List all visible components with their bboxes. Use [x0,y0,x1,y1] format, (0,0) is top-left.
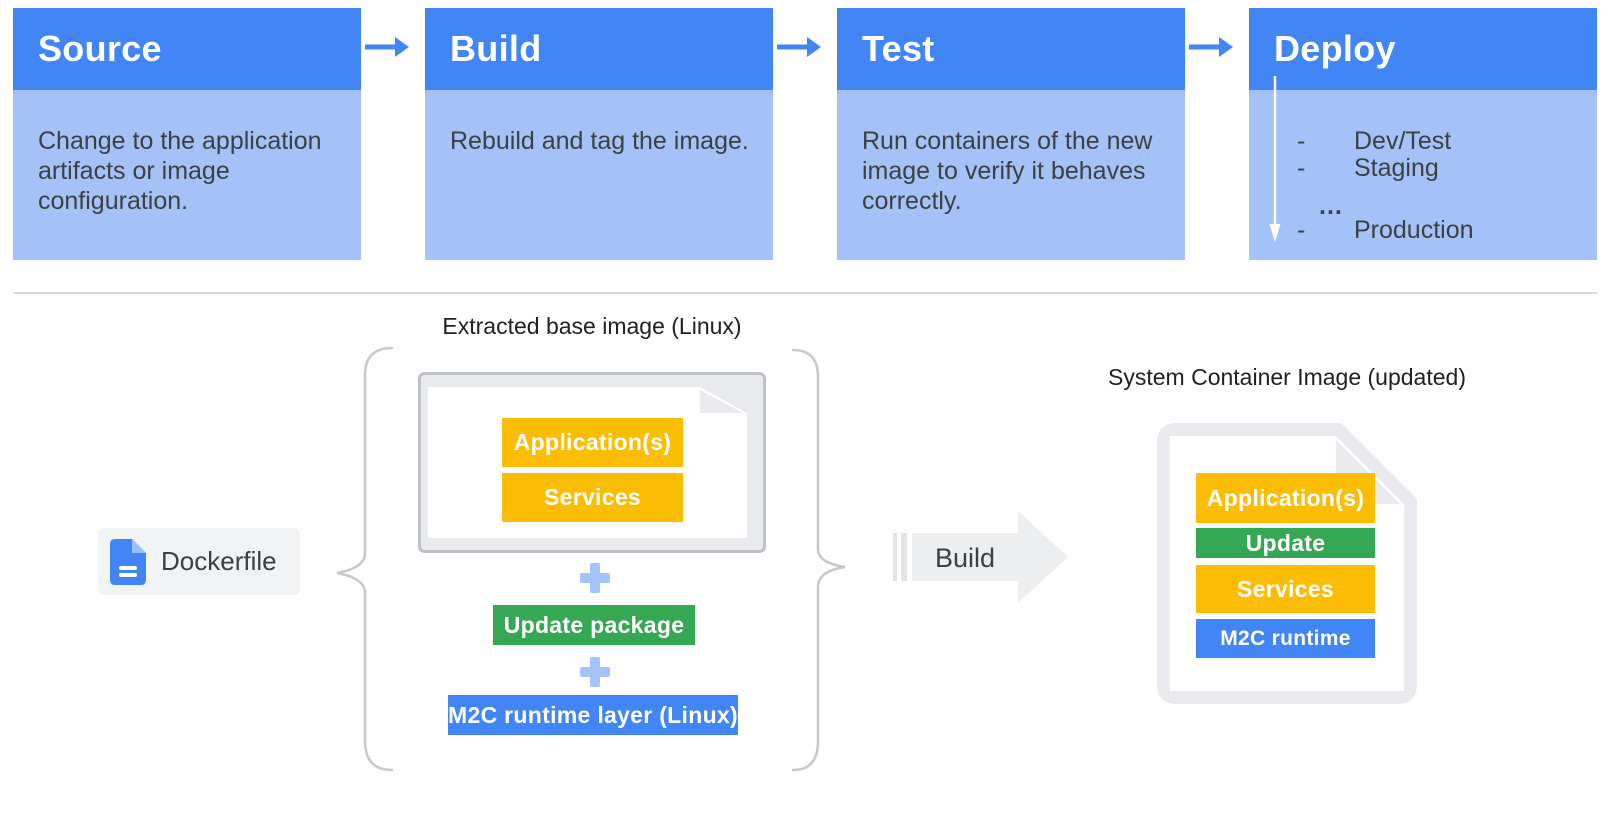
deploy-target-ellipsis: ... [1319,191,1343,221]
deploy-target-dev-test: - Dev/Test [1297,126,1451,156]
layer-applications: Application(s) [1196,473,1375,523]
stage-deploy-title: Deploy [1274,28,1396,69]
deploy-target-production: - Production [1297,215,1474,245]
document-icon [110,538,146,585]
ellipsis-label: ... [1319,192,1343,220]
update-package-box: Update package [493,605,695,645]
dockerfile-chip: Dockerfile [98,528,300,595]
deploy-target-label: Staging [1354,154,1439,182]
stage-test: Test Run containers of the new image to … [837,8,1185,260]
stage-build: Build Rebuild and tag the image. [425,8,773,260]
left-brace [336,346,394,772]
result-image-title: System Container Image (updated) [1108,364,1466,390]
stage-test-description: Run containers of the new image to verif… [862,127,1153,215]
stage-source-header: Source [13,8,361,90]
stage-deploy: Deploy - Dev/Test - Staging ... - Produc… [1249,8,1597,260]
right-arrow-icon [1189,37,1233,57]
layer-update: Update [1196,528,1375,558]
list-dash: - [1297,127,1306,155]
stage-source-body: Change to the application artifacts or i… [13,90,361,260]
runtime-layer-box: M2C runtime layer (Linux) [448,695,738,735]
deploy-target-label: Production [1354,216,1474,244]
stage-source-title: Source [38,28,162,69]
build-arrow-label: Build [934,543,996,573]
dockerfile-label: Dockerfile [161,546,277,576]
stage-test-body: Run containers of the new image to verif… [837,90,1185,260]
plus-icon [580,657,610,687]
stage-build-description: Rebuild and tag the image. [450,127,749,155]
list-dash: - [1297,154,1306,182]
stage-source-description: Change to the application artifacts or i… [38,127,322,215]
right-arrow-icon [777,37,821,57]
stage-build-body: Rebuild and tag the image. [425,90,773,260]
build-arrow-icon [893,511,1068,603]
stage-test-title: Test [862,28,935,69]
layer-services: Services [1196,565,1375,613]
stage-test-header: Test [837,8,1185,90]
right-brace [791,348,846,772]
stage-deploy-body [1249,90,1597,260]
layer-services: Services [502,473,683,522]
deploy-target-staging: - Staging [1297,153,1439,183]
right-arrow-icon [365,37,409,57]
stage-build-title: Build [450,28,542,69]
extracted-image-title: Extracted base image (Linux) [442,313,742,339]
stage-source: Source Change to the application artifac… [13,8,361,260]
deploy-target-label: Dev/Test [1354,127,1452,155]
stage-deploy-header: Deploy [1249,8,1597,90]
stage-build-header: Build [425,8,773,90]
down-arrow-icon [1269,76,1281,242]
section-divider [13,292,1597,294]
plus-icon [580,563,610,593]
layer-m2c-runtime: M2C runtime [1196,619,1375,658]
result-image-document [1157,423,1417,704]
list-dash: - [1297,216,1306,244]
layer-applications: Application(s) [502,418,683,467]
